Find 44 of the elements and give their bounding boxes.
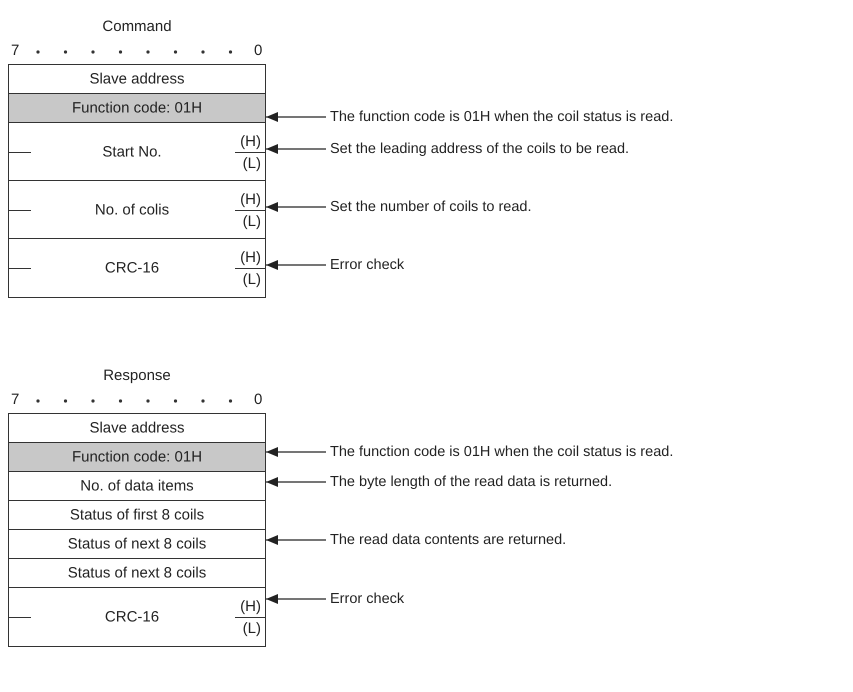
arrow	[266, 112, 326, 122]
annotation-text: Error check	[330, 257, 404, 273]
arrow	[266, 144, 326, 154]
annotation-text: The function code is 01H when the coil status is read.	[330, 444, 674, 460]
annotation-text: The read data contents are returned.	[330, 532, 566, 548]
bit-number: 7	[11, 42, 20, 59]
byte-order-label: (H)	[240, 191, 261, 208]
field-name: No. of data items	[79, 478, 195, 494]
highlighted-field-row	[9, 94, 265, 123]
bit-number: 0	[254, 42, 262, 59]
field-name: No. of colis	[94, 201, 170, 218]
field-name: CRC-16	[104, 608, 160, 626]
field-name: Slave address	[88, 70, 186, 88]
field-name: Slave address	[88, 420, 186, 436]
byte-order-label: (H)	[240, 598, 261, 615]
field-name: CRC-16	[104, 260, 160, 276]
annotation-text: Error check	[330, 591, 404, 607]
byte-order-label: (H)	[240, 133, 261, 150]
field-name: Start No.	[101, 143, 163, 160]
byte-order-label: (L)	[242, 620, 261, 637]
annotation-text: Set the leading address of the coils to be read.	[330, 141, 630, 157]
field-name: Status of first 8 coils	[68, 506, 206, 524]
arrow	[266, 535, 326, 545]
field-name: Function code: 01H	[70, 448, 204, 466]
bit-number: 0	[254, 391, 262, 408]
arrow	[266, 202, 326, 212]
byte-order-label: (L)	[242, 155, 261, 172]
byte-order-label: (L)	[242, 271, 261, 288]
byte-order-label: (H)	[240, 249, 261, 266]
arrow	[266, 447, 326, 457]
field-name: Status of next 8 coils	[66, 536, 208, 552]
frame-title: Command	[101, 18, 173, 35]
arrow	[266, 477, 326, 487]
annotation-text: The byte length of the read data is returned.	[330, 474, 612, 490]
byte-order-label: (L)	[242, 213, 261, 230]
annotation-text: Set the number of coils to read.	[330, 199, 532, 215]
annotation-text: The function code is 01H when the coil status is read.	[330, 109, 674, 125]
arrow	[266, 594, 326, 604]
field-name: Function code: 01H	[70, 100, 204, 116]
field-name: Status of next 8 coils	[66, 564, 208, 582]
highlighted-field-row	[9, 443, 265, 472]
frame-title: Response	[102, 367, 172, 384]
arrow	[266, 260, 326, 270]
bit-number: 7	[11, 391, 20, 408]
